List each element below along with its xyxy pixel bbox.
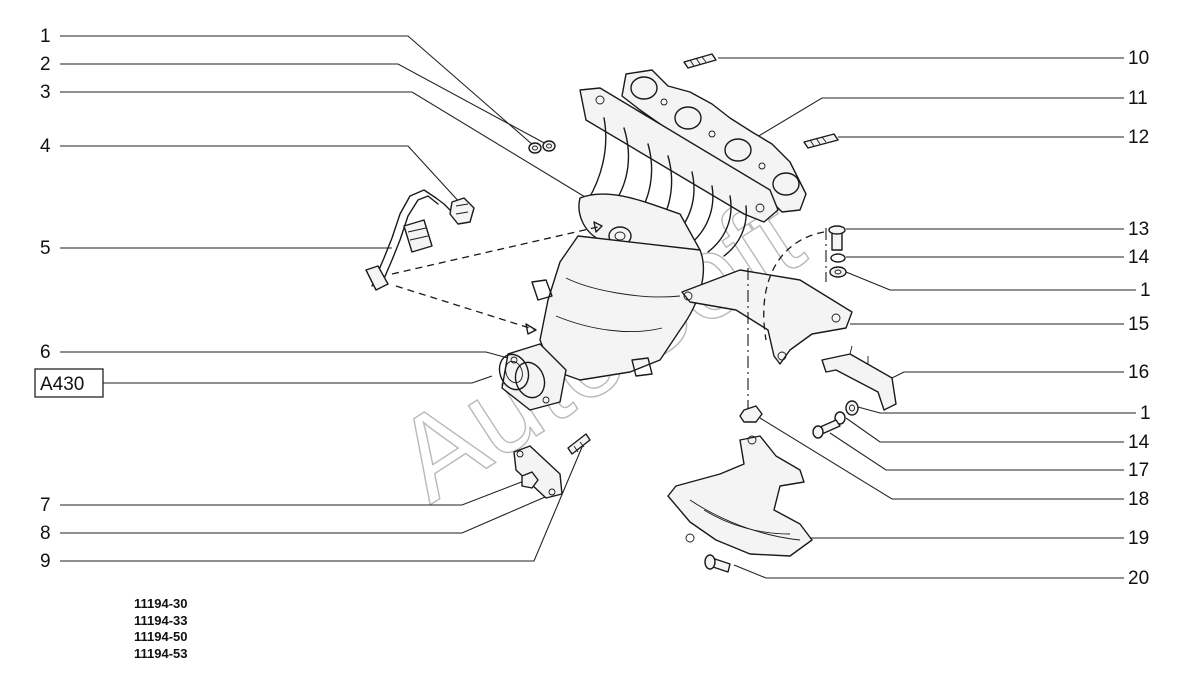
callout-7[interactable]: 7 — [40, 480, 525, 516]
gasket-6 — [498, 353, 530, 391]
stud-9 — [567, 433, 591, 455]
callout-17[interactable]: 17 — [829, 432, 1149, 481]
svg-text:20: 20 — [1128, 568, 1149, 589]
svg-text:A430: A430 — [40, 374, 84, 395]
callout-3[interactable]: 3 — [40, 82, 591, 201]
svg-text:9: 9 — [40, 551, 51, 572]
model-code: 11194-53 — [134, 645, 188, 661]
model-code: 11194-33 — [134, 612, 188, 628]
callout-14-upper[interactable]: 14 — [846, 247, 1150, 268]
svg-text:10: 10 — [1128, 48, 1149, 69]
stud-10 — [683, 53, 717, 69]
svg-text:6: 6 — [40, 342, 51, 363]
callout-18[interactable]: 18 — [759, 417, 1149, 510]
assembly-line-sensor-lower — [395, 285, 537, 331]
left-callouts: 1 2 3 4 5 6 A430 7 — [34, 26, 591, 572]
callout-6[interactable]: 6 — [40, 342, 509, 363]
svg-text:16: 16 — [1128, 362, 1149, 383]
svg-text:1: 1 — [1140, 280, 1151, 301]
assembly-arc-shield — [763, 231, 825, 341]
svg-text:1: 1 — [1140, 403, 1151, 424]
nut-1 — [528, 142, 542, 154]
svg-text:13: 13 — [1128, 219, 1149, 240]
nut-7 — [521, 471, 539, 489]
svg-text:1: 1 — [40, 26, 51, 47]
callout-15[interactable]: 15 — [850, 314, 1149, 335]
callout-12[interactable]: 12 — [838, 127, 1149, 148]
callout-5[interactable]: 5 — [40, 238, 392, 259]
washer-2 — [542, 140, 556, 152]
callout-13[interactable]: 13 — [846, 219, 1149, 240]
right-callouts: 10 11 12 13 14 1 15 16 — [718, 48, 1151, 589]
callout-1-right-lower[interactable]: 1 — [857, 403, 1151, 424]
catalytic-converter — [501, 235, 705, 411]
washer-14-lower — [834, 411, 846, 425]
svg-text:17: 17 — [1128, 460, 1149, 481]
callout-8[interactable]: 8 — [40, 493, 553, 544]
callout-1-left[interactable]: 1 — [40, 26, 534, 146]
callout-19[interactable]: 19 — [806, 528, 1149, 549]
svg-text:12: 12 — [1128, 127, 1149, 148]
callout-a430[interactable]: A430 — [34, 368, 493, 398]
model-code: 11194-30 — [134, 596, 188, 611]
svg-text:14: 14 — [1128, 432, 1150, 453]
svg-text:18: 18 — [1128, 489, 1149, 510]
exhaust-manifold-3 — [578, 87, 779, 257]
svg-text:7: 7 — [40, 495, 51, 516]
svg-text:8: 8 — [40, 523, 51, 544]
bolt-13 — [828, 225, 846, 251]
model-code-list: 11194-30 11194-33 11194-50 11194-53 — [134, 596, 188, 662]
svg-text:5: 5 — [40, 238, 51, 259]
heat-shield-15 — [681, 269, 853, 365]
svg-text:3: 3 — [40, 82, 51, 103]
nut-18 — [739, 405, 763, 423]
callout-20[interactable]: 20 — [733, 564, 1149, 589]
washer-1-lower — [845, 400, 859, 416]
callout-10[interactable]: 10 — [718, 48, 1149, 69]
svg-text:2: 2 — [40, 54, 51, 75]
svg-text:14: 14 — [1128, 247, 1150, 268]
bracket-16 — [821, 345, 897, 411]
bolt-20 — [704, 554, 731, 573]
callout-1-right-upper[interactable]: 1 — [845, 271, 1151, 301]
svg-text:15: 15 — [1128, 314, 1149, 335]
callout-4[interactable]: 4 — [40, 136, 463, 206]
stud-12 — [803, 133, 839, 149]
washer-14-upper — [830, 253, 846, 263]
oxygen-sensor-5 — [365, 189, 451, 291]
callout-9[interactable]: 9 — [40, 439, 586, 572]
callout-14-lower[interactable]: 14 — [845, 417, 1150, 453]
callout-16[interactable]: 16 — [887, 362, 1149, 383]
svg-text:19: 19 — [1128, 528, 1149, 549]
connector-4 — [449, 197, 475, 225]
svg-text:11: 11 — [1128, 88, 1148, 109]
svg-text:4: 4 — [40, 136, 51, 157]
model-code: 11194-50 — [134, 629, 188, 644]
callout-11[interactable]: 11 — [741, 88, 1148, 147]
callout-2[interactable]: 2 — [40, 54, 549, 146]
washer-1-upper — [829, 266, 847, 278]
lower-heat-shield-19 — [667, 435, 813, 557]
bolt-17 — [812, 419, 841, 439]
flange-8 — [513, 445, 563, 499]
